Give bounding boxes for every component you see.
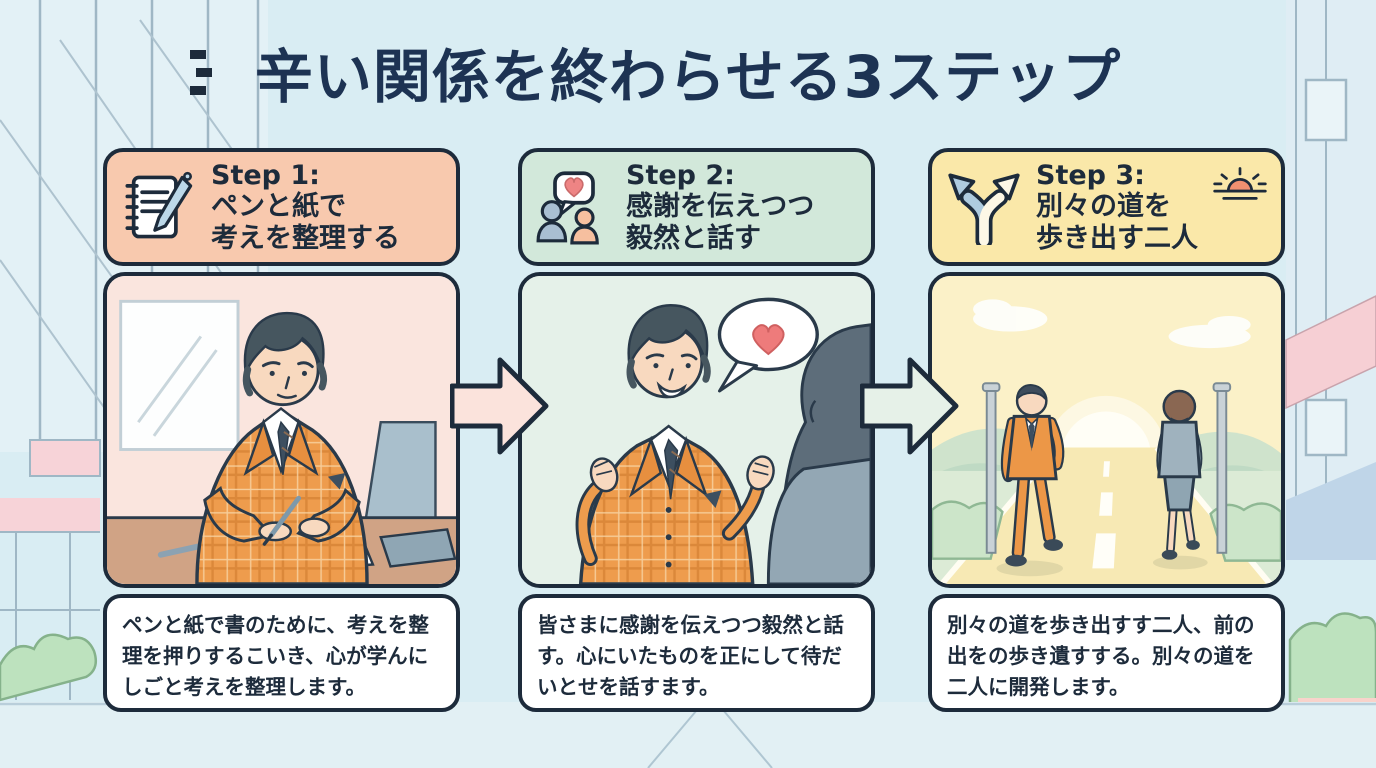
step1-description: ペンと紙で書のために、考えを整理を押りするこいき、心が学んにしごと考えを整理しま… bbox=[103, 594, 460, 712]
step2-label: Step 2: bbox=[626, 160, 735, 192]
step3-header: Step 3: 別々の道を 歩き出す二人 bbox=[928, 148, 1285, 266]
step3-panel: Step 3: 別々の道を 歩き出す二人 bbox=[928, 148, 1285, 712]
step2-heading: Step 2: 感謝を伝えつつ 毅然と話す bbox=[626, 160, 815, 254]
step3-illustration bbox=[928, 272, 1285, 588]
step1-heading: Step 1: ペンと紙で 考えを整理する bbox=[211, 160, 400, 254]
step1-panel: Step 1: ペンと紙で 考えを整理する bbox=[103, 148, 460, 712]
notebook-pen-icon bbox=[125, 171, 193, 239]
step2-panel: Step 2: 感謝を伝えつつ 毅然と話す bbox=[518, 148, 875, 712]
page-title: 辛い関係を終わらせる3ステップ bbox=[254, 43, 1122, 111]
step2-header: Step 2: 感謝を伝えつつ 毅然と話す bbox=[518, 148, 875, 266]
step3-description: 別々の道を歩き出すす二人、前の出をの歩き遺すする。別々の道を二人に開発します。 bbox=[928, 594, 1285, 712]
step2-description: 皆さまに感謝を伝えつつ毅然と話す。心にいたものを正にして待だいとせを話すます。 bbox=[518, 594, 875, 712]
step3-heading: Step 3: 別々の道を 歩き出す二人 bbox=[1036, 160, 1198, 254]
two-people-walking-apart-scene bbox=[932, 276, 1281, 584]
step1-illustration bbox=[103, 272, 460, 588]
flow-arrow-2-shape bbox=[860, 357, 959, 455]
step2-illustration bbox=[518, 272, 875, 588]
step1-label: Step 1: bbox=[211, 160, 320, 192]
step3-label: Step 3: bbox=[1036, 160, 1145, 192]
people-heart-speech-icon bbox=[536, 171, 599, 245]
step1-header: Step 1: ペンと紙で 考えを整理する bbox=[103, 148, 460, 266]
fork-arrows-icon bbox=[948, 173, 1020, 245]
flow-arrow-1-shape bbox=[450, 357, 549, 455]
flow-arrow-2 bbox=[860, 357, 959, 455]
man-talking-with-partner-scene bbox=[522, 276, 871, 584]
sunrise-icon bbox=[1213, 167, 1267, 200]
flow-arrow-1 bbox=[450, 357, 549, 455]
man-writing-at-desk-scene bbox=[107, 276, 456, 584]
